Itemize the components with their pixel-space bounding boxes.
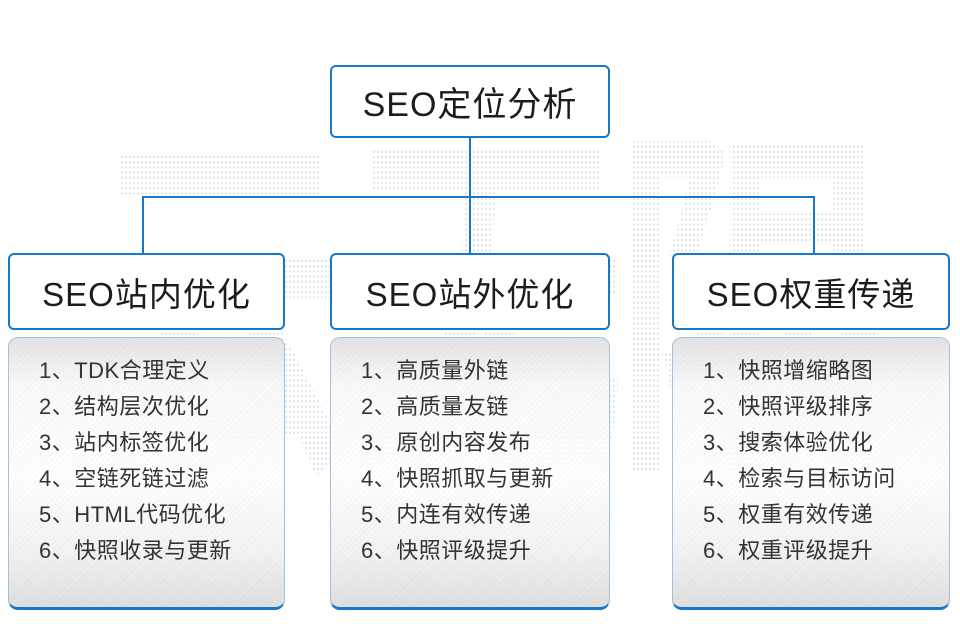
list-item: 4、空链死链过滤 — [39, 466, 210, 491]
connector-drop-middle — [469, 197, 471, 254]
list-item: 1、高质量外链 — [361, 358, 509, 383]
list-item: 3、搜索体验优化 — [703, 430, 874, 455]
list-item: 1、TDK合理定义 — [39, 358, 210, 383]
list-item: 6、快照收录与更新 — [39, 538, 232, 563]
list-panel-onsite: 1、TDK合理定义 2、结构层次优化 3、站内标签优化 4、空链死链过滤 5、H… — [8, 337, 285, 610]
list-item: 2、结构层次优化 — [39, 394, 210, 419]
connector-root-stem — [469, 136, 471, 197]
root-node-title: SEO定位分析 — [362, 86, 578, 124]
list-panel-offsite: 1、高质量外链 2、高质量友链 3、原创内容发布 4、快照抓取与更新 5、内连有… — [330, 337, 610, 610]
list-item: 6、权重评级提升 — [703, 538, 874, 563]
list-item: 4、检索与目标访问 — [703, 466, 896, 491]
header-node-offsite: SEO站外优化 — [330, 253, 610, 330]
list-item: 5、权重有效传递 — [703, 502, 874, 527]
list-item: 2、高质量友链 — [361, 394, 509, 419]
list-item: 4、快照抓取与更新 — [361, 466, 554, 491]
header-node-title: SEO权重传递 — [706, 275, 916, 313]
list-item: 3、原创内容发布 — [361, 430, 532, 455]
list-onsite: 1、TDK合理定义 2、结构层次优化 3、站内标签优化 4、空链死链过滤 5、H… — [9, 338, 284, 569]
header-node-onsite: SEO站内优化 — [8, 253, 285, 330]
connector-drop-right — [813, 197, 815, 254]
header-node-weight: SEO权重传递 — [672, 253, 950, 330]
list-offsite: 1、高质量外链 2、高质量友链 3、原创内容发布 4、快照抓取与更新 5、内连有… — [331, 338, 609, 569]
list-item: 5、HTML代码优化 — [39, 502, 227, 527]
list-panel-weight: 1、快照增缩略图 2、快照评级排序 3、搜索体验优化 4、检索与目标访问 5、权… — [672, 337, 950, 610]
header-node-title: SEO站内优化 — [42, 275, 251, 313]
list-item: 6、快照评级提升 — [361, 538, 532, 563]
list-item: 2、快照评级排序 — [703, 394, 874, 419]
list-item: 3、站内标签优化 — [39, 430, 210, 455]
header-node-title: SEO站外优化 — [365, 275, 575, 313]
list-weight: 1、快照增缩略图 2、快照评级排序 3、搜索体验优化 4、检索与目标访问 5、权… — [673, 338, 949, 569]
connector-drop-left — [142, 197, 144, 254]
list-item: 1、快照增缩略图 — [703, 358, 874, 383]
root-node-seo-positioning: SEO定位分析 — [330, 65, 610, 138]
list-item: 5、内连有效传递 — [361, 502, 532, 527]
connector-horizontal-bar — [142, 196, 815, 198]
